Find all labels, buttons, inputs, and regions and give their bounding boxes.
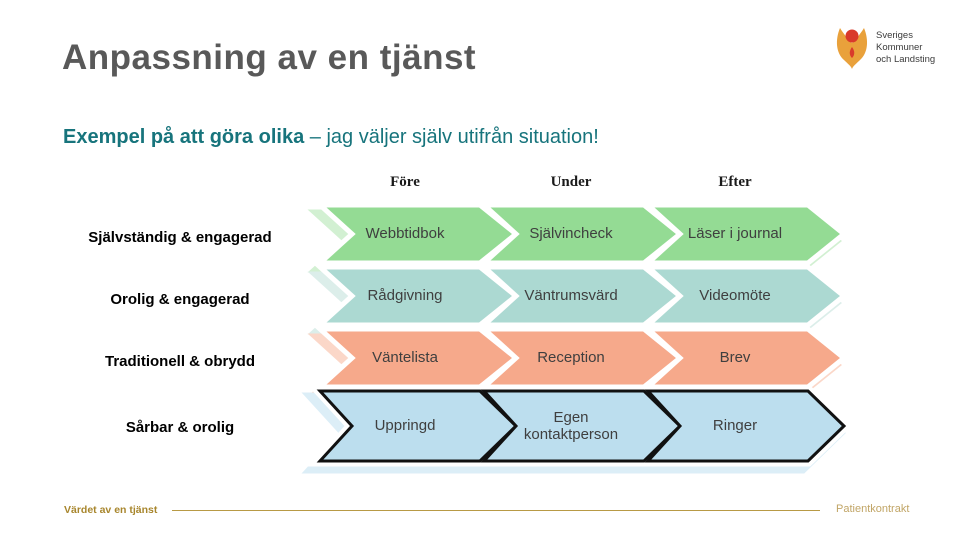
chevron-arrows-row1: [313, 202, 848, 266]
skl-logo-icon: [836, 28, 868, 69]
cell-r3c2: Reception: [537, 349, 605, 367]
row-label-3: Traditionell & obrydd: [104, 352, 255, 370]
chevron-arrows-row2: [313, 264, 848, 328]
cell-r3c1: Väntelista: [372, 349, 438, 367]
subtitle-bold: Exempel på att göra olika: [63, 126, 305, 148]
row-label-4: Sårbar & orolig: [125, 418, 235, 436]
column-header-fore: Före: [390, 174, 420, 190]
cell-r4c3: Ringer: [712, 417, 758, 435]
subtitle-rest: – jag väljer själv utifrån situation!: [309, 126, 599, 148]
footer-divider-line: [172, 510, 820, 511]
row-label-1: Självständig & engagerad: [88, 228, 272, 246]
cell-r1c3: Läser i journal: [687, 225, 783, 243]
footer-left-label: Värdet av en tjänst: [64, 504, 158, 516]
subtitle: Exempel på att göra olika – jag väljer s…: [63, 126, 883, 149]
row-label-2: Orolig & engagerad: [110, 290, 250, 308]
cell-r4c2: Egen kontaktperson: [523, 408, 619, 443]
cell-r4c1: Uppringd: [374, 417, 436, 435]
column-header-efter: Efter: [718, 174, 752, 190]
page-title: Anpassning av en tjänst: [62, 38, 477, 77]
cell-r2c3: Videomöte: [699, 287, 771, 305]
cell-r3c3: Brev: [719, 349, 751, 367]
column-header-under: Under: [550, 174, 592, 190]
skl-logo: Sveriges Kommuner och Landsting: [834, 26, 935, 70]
arrow-row-2: Rådgivning Väntrumsvärd Videomöte: [313, 264, 860, 328]
cell-r2c1: Rådgivning: [367, 287, 443, 305]
cell-r1c2: Självincheck: [529, 225, 613, 243]
logo-text: Sveriges Kommuner och Landsting: [876, 30, 936, 65]
arrow-row-4: Uppringd Egen kontaktperson Ringer: [307, 385, 860, 467]
footer-right-label: Patientkontrakt: [836, 503, 910, 515]
chevron-arrows-row4: [307, 385, 852, 467]
arrow-row-3: Väntelista Reception Brev: [313, 326, 860, 390]
cell-r2c2: Väntrumsvärd: [524, 287, 618, 305]
arrow-row-1: Webbtidbok Självincheck Läser i journal: [313, 202, 860, 266]
cell-r1c1: Webbtidbok: [365, 225, 445, 243]
